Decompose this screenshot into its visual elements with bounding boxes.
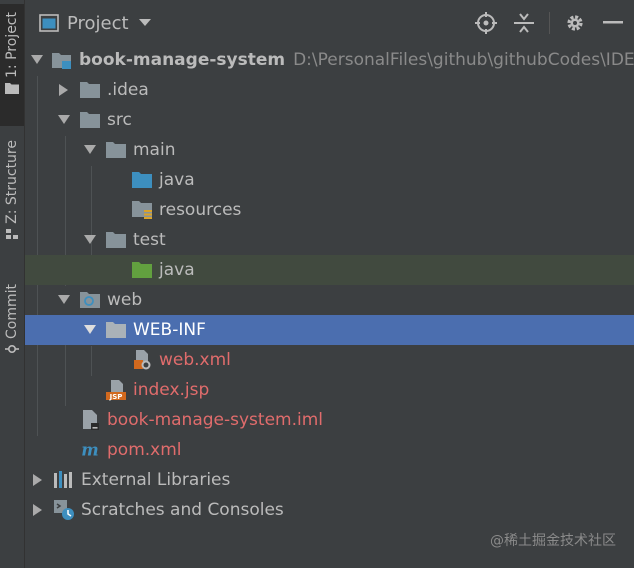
tree-node-label: book-manage-system.iml [107, 410, 323, 430]
project-panel-header: Project [25, 0, 634, 47]
project-tree[interactable]: book-manage-system D:\PersonalFiles\gith… [25, 46, 634, 568]
tree-node-label: web [107, 290, 143, 310]
tree-node-label: pom.xml [107, 440, 182, 460]
tree-node-label: main [133, 140, 176, 160]
locate-file-button[interactable] [473, 10, 499, 36]
tree-node-project-root[interactable]: book-manage-system D:\PersonalFiles\gith… [25, 46, 634, 75]
tree-node-idea[interactable]: .idea [25, 75, 634, 105]
collapsed-arrow-icon[interactable] [31, 503, 45, 517]
folder-icon [79, 110, 101, 130]
tree-node-main[interactable]: main [25, 135, 634, 165]
tree-node-label: .idea [107, 80, 149, 100]
scratches-icon [53, 500, 75, 520]
header-separator [549, 12, 550, 34]
source-folder-icon [131, 170, 153, 190]
project-path: D:\PersonalFiles\github\githubCodes\IDEA [293, 50, 634, 70]
iml-icon [79, 410, 101, 430]
resources-folder-icon [131, 200, 153, 220]
project-tool-tab[interactable]: 1: Project [0, 4, 24, 126]
commit-tool-tab[interactable]: Commit [0, 284, 24, 374]
structure-icon [6, 228, 18, 239]
tree-node-web-inf[interactable]: WEB-INF [25, 315, 634, 345]
expanded-arrow-icon[interactable] [83, 233, 97, 247]
collapse-all-button[interactable] [511, 10, 537, 36]
commit-tool-tab-label: Commit [4, 284, 20, 339]
collapsed-arrow-icon[interactable] [57, 83, 71, 97]
gear-icon [567, 15, 583, 31]
tree-node-label: src [107, 110, 132, 130]
project-tool-tab-label: 1: Project [4, 12, 20, 78]
hide-icon [603, 21, 623, 24]
svg-text:JSP: JSP [109, 393, 123, 401]
expanded-arrow-icon[interactable] [83, 323, 97, 337]
indent-guide [65, 136, 66, 286]
tree-node-label: Scratches and Consoles [81, 500, 284, 520]
tree-node-web-xml[interactable]: web.xml [25, 345, 634, 375]
chevron-down-icon[interactable] [138, 19, 151, 27]
tree-node-src[interactable]: src [25, 105, 634, 135]
tree-node-label: External Libraries [81, 470, 231, 490]
tree-node-label: java [159, 170, 195, 190]
folder-icon [105, 230, 127, 250]
svg-text:m: m [81, 441, 98, 459]
tree-node-label: web.xml [159, 350, 231, 370]
folder-icon [5, 82, 19, 94]
tree-node-scratches[interactable]: Scratches and Consoles [25, 495, 634, 525]
folder-icon [105, 320, 127, 340]
expanded-arrow-icon[interactable] [57, 293, 71, 307]
web-xml-icon [131, 350, 153, 370]
web-folder-icon [79, 290, 101, 310]
watermark: @稀土掘金技术社区 [490, 533, 616, 549]
structure-tool-tab[interactable]: Z: Structure [0, 140, 24, 260]
libraries-icon [53, 470, 75, 490]
folder-icon [79, 80, 101, 100]
tree-node-label: WEB-INF [133, 320, 206, 340]
tree-node-resources[interactable]: resources [25, 195, 634, 225]
collapsed-arrow-icon[interactable] [31, 473, 45, 487]
tree-node-label: index.jsp [133, 380, 210, 400]
expanded-arrow-icon[interactable] [31, 53, 43, 67]
tool-window-strip: 1: Project Z: Structure Commit [0, 0, 25, 568]
project-window-icon [39, 14, 59, 32]
tree-node-label: resources [159, 200, 242, 220]
tree-node-iml[interactable]: book-manage-system.iml [25, 405, 634, 435]
tree-node-test-java[interactable]: java [25, 255, 634, 285]
test-folder-icon [131, 260, 153, 280]
module-icon [51, 50, 73, 70]
tree-node-test[interactable]: test [25, 225, 634, 255]
tree-node-pom-xml[interactable]: m pom.xml [25, 435, 634, 465]
jsp-icon: JSP [105, 380, 127, 401]
tree-node-label: test [133, 230, 166, 250]
tree-node-label: java [159, 260, 195, 280]
expanded-arrow-icon[interactable] [57, 113, 71, 127]
collapse-all-icon [514, 13, 534, 33]
indent-guide [91, 346, 92, 376]
hide-panel-button[interactable] [600, 10, 626, 36]
structure-tool-tab-label: Z: Structure [4, 140, 20, 224]
tree-node-web[interactable]: web [25, 285, 634, 315]
tree-node-main-java[interactable]: java [25, 165, 634, 195]
tree-node-index-jsp[interactable]: JSP index.jsp [25, 375, 634, 405]
tree-node-external-libraries[interactable]: External Libraries [25, 465, 634, 495]
commit-icon [5, 344, 19, 354]
locate-icon [475, 12, 497, 34]
expanded-arrow-icon[interactable] [83, 143, 97, 157]
folder-icon [105, 140, 127, 160]
settings-button[interactable] [562, 10, 588, 36]
indent-guide [91, 166, 92, 256]
panel-title[interactable]: Project [67, 12, 129, 34]
indent-guide [65, 316, 66, 406]
tree-node-label: book-manage-system [79, 50, 286, 70]
maven-icon: m [79, 440, 101, 460]
